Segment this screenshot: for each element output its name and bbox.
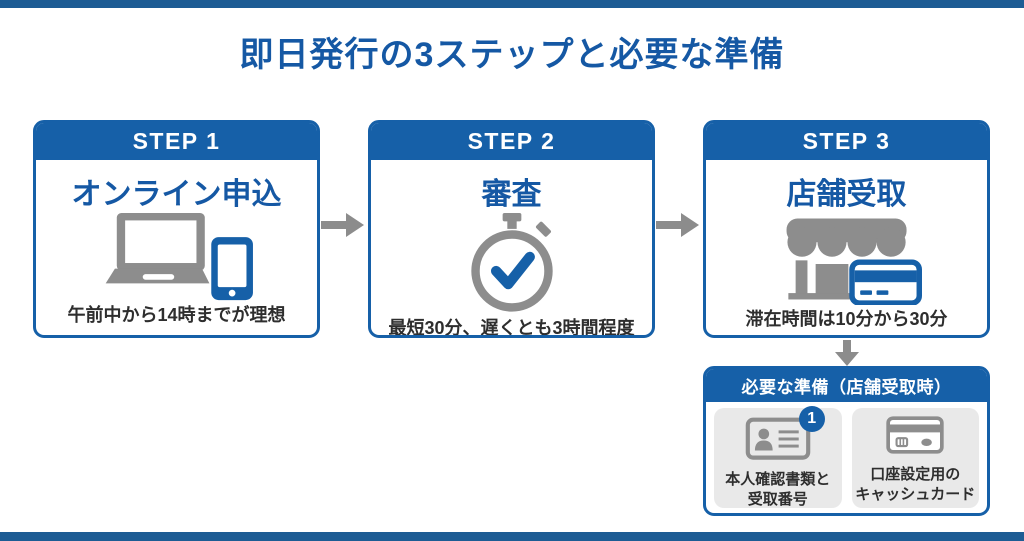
flow-arrow-right-2-icon — [656, 211, 700, 244]
preparation-box: 必要な準備（店舗受取時） 1 本人確認書類と 受取番号 — [703, 366, 990, 516]
prep-item-cash-card-label: 口座設定用の キャッシュカード — [855, 466, 976, 503]
step-card-store-pickup: STEP 3 店舗受取 滞在時間は10分から30分 — [703, 120, 990, 338]
preparation-header: 必要な準備（店舗受取時） — [706, 369, 987, 402]
preparation-items: 1 本人確認書類と 受取番号 口座設定用の キャッシュカード — [706, 402, 987, 513]
prep-item-id-label: 本人確認書類と 受取番号 — [725, 471, 831, 508]
step1-title: オンライン申込 — [71, 178, 282, 211]
step2-title: 審査 — [481, 178, 542, 211]
stopwatch-check-icon — [371, 213, 652, 314]
prep-item-id-documents: 1 本人確認書類と 受取番号 — [714, 406, 842, 508]
priority-1-badge: 1 — [798, 406, 825, 432]
page-title: 即日発行の3ステップと必要な準備 — [239, 36, 785, 74]
step1-caption: 午前中から14時までが理想 — [67, 305, 286, 325]
step-card-online-application: STEP 1 オンライン申込 午前中から14時までが理想 — [33, 120, 320, 338]
step1-header-badge: STEP 1 — [36, 123, 317, 160]
laptop-smartphone-icon — [36, 213, 317, 301]
step3-header-badge: STEP 3 — [706, 123, 987, 160]
step-card-screening: STEP 2 審査 最短30分、遅くとも3時間程度 — [368, 120, 655, 338]
bottom-frame-bar — [0, 532, 1024, 541]
step2-header-badge: STEP 2 — [371, 123, 652, 160]
step3-title: 店舗受取 — [786, 178, 907, 211]
cash-card-icon — [886, 415, 944, 460]
step2-caption: 最短30分、遅くとも3時間程度 — [388, 318, 635, 338]
top-frame-bar — [0, 0, 1024, 8]
storefront-card-icon — [706, 213, 987, 305]
flow-arrow-down-icon — [833, 340, 861, 372]
flow-arrow-right-1-icon — [321, 211, 365, 244]
id-card-icon: 1 — [745, 406, 825, 465]
step3-caption: 滞在時間は10分から30分 — [745, 309, 948, 329]
prep-item-cash-card: 口座設定用の キャッシュカード — [851, 408, 979, 508]
